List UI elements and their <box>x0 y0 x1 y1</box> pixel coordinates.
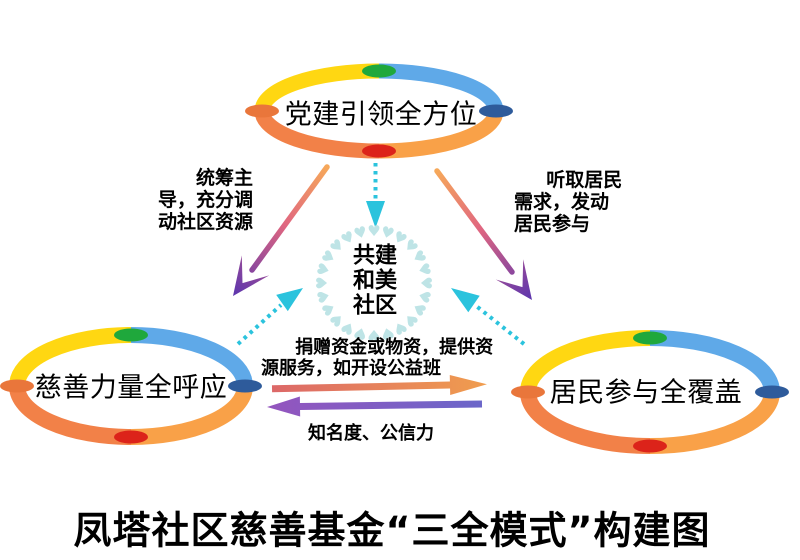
heart-icon: ♥ <box>352 222 370 243</box>
arrow-party-to-charity <box>233 164 330 296</box>
ring-segment <box>254 63 380 112</box>
label-residents-return: 知名度、公信力 <box>308 423 434 444</box>
center-community-label: 共建 和美 社区 <box>352 242 398 319</box>
label-charity-gives: 捐赠资金或物资，提供资 源服务，如开设公益班 <box>261 337 494 379</box>
ring-segment <box>649 330 780 393</box>
dotted-arrow-top-to-center <box>366 163 385 228</box>
ring-node <box>362 144 396 158</box>
ring-node <box>228 379 262 393</box>
ring-segment <box>378 110 504 159</box>
heart-icon: ♥ <box>367 222 380 240</box>
ring-node <box>245 104 279 118</box>
heart-icon: ♥ <box>313 261 334 279</box>
ring-segment <box>520 391 651 454</box>
ring-resident-participation <box>511 330 789 454</box>
heart-icon: ♥ <box>379 323 397 344</box>
label-party-to-residents: 听取居民 需求，发动 居民参与 <box>514 169 623 235</box>
ring-segment <box>130 327 253 387</box>
diagram-title: 凤塔社区慈善基金“三全模式”构建图 <box>73 508 711 553</box>
ring-party-building <box>245 63 513 159</box>
heart-icon: ♥ <box>414 288 435 306</box>
heart-icon: ♥ <box>414 261 435 279</box>
heart-icon: ♥ <box>352 323 370 344</box>
ring-node <box>633 439 667 453</box>
ring-node <box>114 430 148 444</box>
ring-node <box>511 385 545 399</box>
ring-node <box>362 64 396 78</box>
heart-icon: ♥ <box>379 222 397 243</box>
heart-icon: ♥ <box>313 276 331 289</box>
ring-node <box>0 379 34 393</box>
ring-segment <box>9 385 132 445</box>
ring-charity-power <box>0 327 262 445</box>
ring-segment <box>649 391 780 454</box>
arrow-party-to-residents <box>434 168 532 300</box>
ring-label-party: 党建引领全方位 <box>284 99 478 131</box>
ring-segment <box>254 110 380 159</box>
ring-segment <box>9 327 132 387</box>
ring-node <box>114 328 148 342</box>
heart-icon: ♥ <box>367 326 380 344</box>
ring-segment <box>378 63 504 112</box>
heart-icon: ♥ <box>417 276 435 289</box>
arrow-charity-gives <box>271 375 487 396</box>
dotted-arrow-right-to-center <box>451 288 526 346</box>
ring-node <box>633 331 667 345</box>
label-party-to-charity: 统筹主 导，充分调 动社区资源 <box>157 167 253 233</box>
hearts-circle: ♥♥♥♥♥♥♥♥♥♥♥♥♥♥♥♥♥♥♥♥♥♥♥♥ <box>313 222 435 344</box>
ring-label-residents: 居民参与全覆盖 <box>549 377 743 409</box>
dotted-arrow-left-to-center <box>236 288 303 346</box>
ring-label-charity: 慈善力量全呼应 <box>34 372 228 404</box>
ring-segment <box>520 330 651 393</box>
ring-node <box>479 104 513 118</box>
ring-node <box>755 385 789 399</box>
arrow-residents-return <box>267 396 483 417</box>
heart-icon: ♥ <box>313 288 334 306</box>
ring-segment <box>130 385 253 445</box>
